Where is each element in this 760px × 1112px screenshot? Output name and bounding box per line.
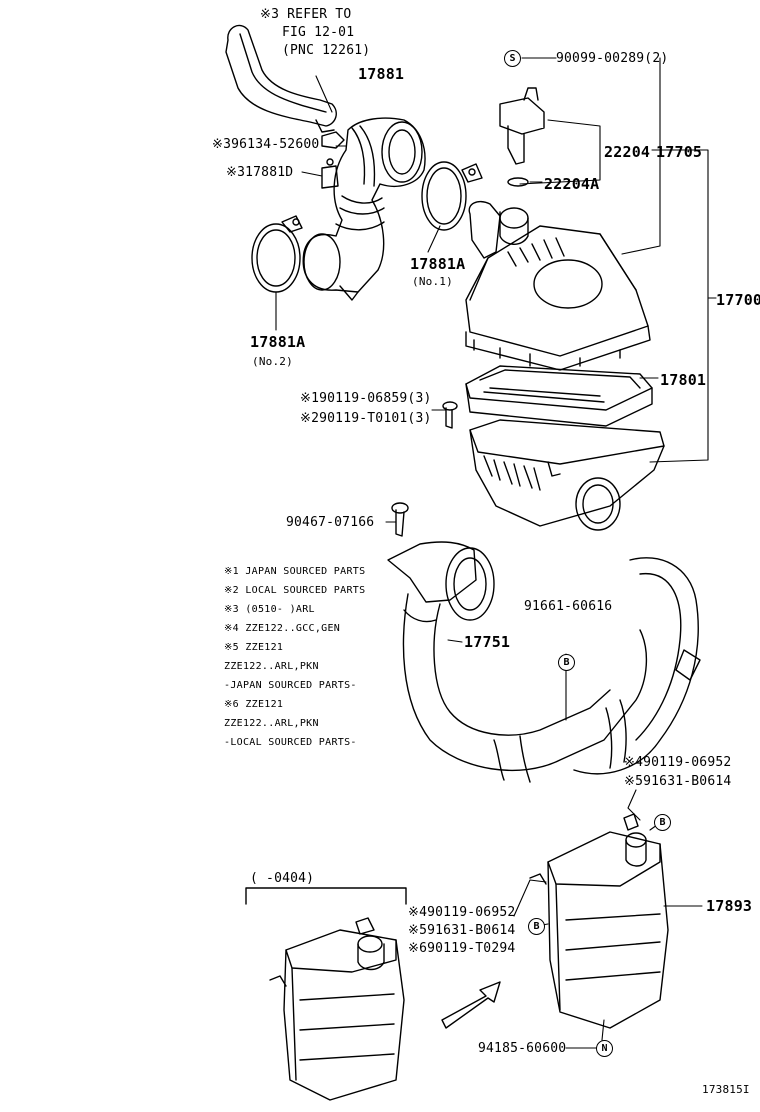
hose-17751: [388, 542, 700, 782]
note-3: ※3 (0510- )ARL: [224, 604, 315, 615]
resonator-old: [270, 918, 404, 1100]
part-91631-b0614-a: ※591631-B0614: [624, 774, 732, 789]
part-17705: 17705: [656, 143, 703, 161]
part-90119-06952-b: ※490119-06952: [408, 905, 516, 920]
part-90119-06952-a: ※490119-06952: [624, 755, 732, 770]
part-22204: 22204: [604, 143, 651, 161]
part-17893: 17893: [706, 897, 753, 915]
part-17881a-no1: 17881A: [410, 255, 466, 273]
filter-element-17801: [466, 366, 652, 426]
note-6: ※6 ZZE121: [224, 699, 284, 710]
part-90119-06859: ※190119-06859(3): [300, 391, 432, 406]
marker-n: N: [596, 1040, 613, 1057]
marker-b-lower: B: [528, 918, 545, 935]
part-17881d: ※317881D: [226, 165, 294, 180]
replacement-arrow: [442, 982, 500, 1028]
breather-hose: [226, 25, 336, 132]
screw-90119: [443, 402, 457, 428]
refer-line2: FIG 12-01: [282, 25, 355, 40]
figure-id: 173815I: [702, 1083, 750, 1096]
part-22204a: 22204A: [544, 175, 600, 193]
refer-line1: ※3 REFER TO: [260, 7, 352, 22]
part-96134-52600: ※396134-52600: [212, 137, 320, 152]
resonator-17893: [530, 814, 668, 1028]
intake-hose-17881: [303, 118, 425, 300]
part-17751: 17751: [464, 633, 511, 651]
note-4: ※4 ZZE122..GCC,GEN: [224, 623, 341, 634]
part-91631-b0614-b: ※591631-B0614: [408, 923, 516, 938]
note-5b: ZZE122..ARL,PKN: [224, 661, 319, 672]
part-90119-t0294: ※690119-T0294: [408, 941, 516, 956]
range-bracket: [246, 888, 406, 904]
part-17881: 17881: [358, 65, 405, 83]
clamp-17881a-no1: [422, 162, 482, 230]
part-90119-t0101: ※290119-T0101(3): [300, 411, 432, 426]
air-cleaner-cap-17705: [466, 202, 650, 370]
air-cleaner-case: [470, 420, 664, 530]
bolt-90467: [392, 503, 408, 536]
note-1: ※1 JAPAN SOURCED PARTS: [224, 566, 366, 577]
part-90467-07166: 90467-07166: [286, 515, 375, 530]
part-17881a-no2-note: (No.2): [252, 355, 293, 368]
marker-b-right: B: [654, 814, 671, 831]
note-6b: ZZE122..ARL,PKN: [224, 718, 319, 729]
marker-s: S: [504, 50, 521, 67]
part-94185-60600: 94185-60600: [478, 1041, 567, 1056]
note-5: ※5 ZZE121: [224, 642, 284, 653]
part-17801: 17801: [660, 371, 707, 389]
part-90099-00289: 90099-00289(2): [556, 51, 669, 66]
marker-b-upper: B: [558, 654, 575, 671]
refer-line3: (PNC 12261): [282, 43, 371, 58]
note-2: ※2 LOCAL SOURCED PARTS: [224, 585, 366, 596]
part-17881a-no2: 17881A: [250, 333, 306, 351]
part-17700: 17700: [716, 291, 760, 309]
clamp-17881a-no2: [252, 216, 302, 292]
leader-lines: [276, 58, 716, 1048]
air-flow-meter-22204: [500, 88, 544, 186]
part-91661-60616: 91661-60616: [524, 599, 613, 614]
note-6c: -LOCAL SOURCED PARTS-: [224, 737, 357, 748]
part-17881a-no1-note: (No.1): [412, 275, 453, 288]
range-label: ( -0404): [250, 871, 315, 886]
note-5c: -JAPAN SOURCED PARTS-: [224, 680, 357, 691]
